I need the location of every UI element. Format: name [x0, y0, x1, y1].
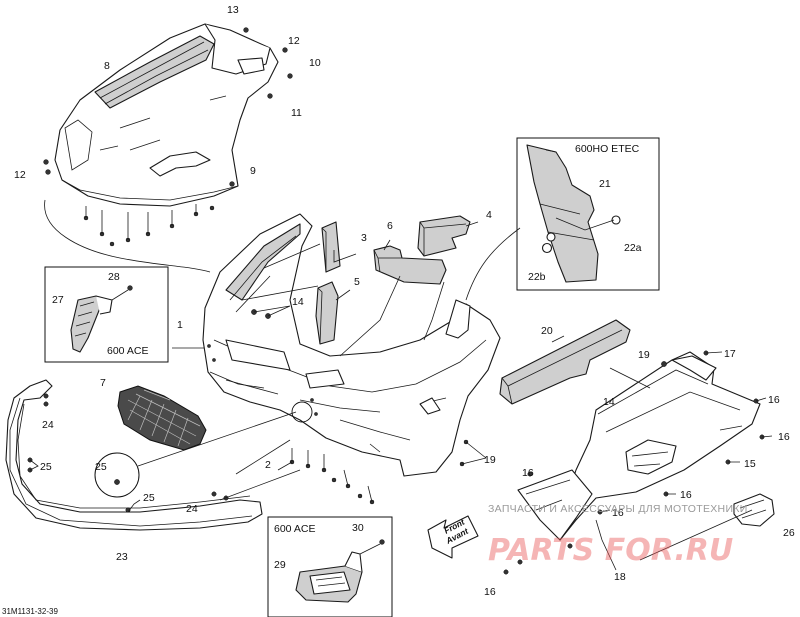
- watermark: ЗАПЧАСТИ И АКСЕССУАРЫ ДЛЯ МОТОТЕХНИКИ PA…: [488, 503, 748, 568]
- callout-27: 27: [52, 294, 64, 306]
- inset-600ho-etec: 600HO ETEC: [516, 137, 660, 291]
- front-direction-arrow: Front Avant: [427, 515, 479, 559]
- callout-18: 16: [778, 431, 790, 443]
- inset-label-600ho-etec: 600HO ETEC: [575, 143, 640, 155]
- callout-2: 2: [265, 459, 271, 471]
- callout-22d: 22b: [528, 271, 546, 283]
- inset-600-ace-lower: 600 ACE: [267, 516, 393, 617]
- callout-10: 10: [309, 57, 321, 69]
- callout-16-bottom: 16: [484, 586, 496, 598]
- callout-25-circle: 25: [95, 461, 107, 473]
- inset-label-600-ace-lower: 600 ACE: [274, 523, 315, 535]
- callout-6: 6: [387, 220, 393, 232]
- foam-pieces: [315, 215, 471, 345]
- callout-labels: 13 12 10 11 8 12 9 3 4 6 5 14 1 28 27 7 …: [14, 4, 795, 598]
- callout-24-bottom: 24: [186, 503, 198, 515]
- grille-part-7: [117, 385, 207, 451]
- callout-28: 28: [108, 271, 120, 283]
- lower-pan-part-15: [517, 351, 761, 541]
- callout-13: 13: [227, 4, 239, 16]
- callout-7: 7: [100, 377, 106, 389]
- callout-8: 8: [104, 60, 110, 72]
- callout-22a: 20: [541, 325, 553, 337]
- callout-15: 14: [603, 396, 615, 408]
- callout-22c: 22a: [624, 242, 642, 254]
- bumper-part-23: [5, 379, 263, 531]
- callout-3: 3: [361, 232, 367, 244]
- callout-19-top: 17: [724, 348, 736, 360]
- callout-22b: 21: [599, 178, 611, 190]
- callout-29: 29: [274, 559, 286, 571]
- callout-16-right: 15: [744, 458, 756, 470]
- belly-pan-part-1: [202, 213, 501, 477]
- upper-shroud-part-8: [54, 23, 279, 207]
- drawing-code: 31M1131-32-39: [2, 607, 58, 616]
- shroud-hardware: [43, 27, 293, 273]
- callout-30: 30: [352, 522, 364, 534]
- callout-16-center: 16: [612, 507, 624, 519]
- callout-16-upper: 16: [522, 467, 534, 479]
- watermark-caption: ЗАПЧАСТИ И АКСЕССУАРЫ ДЛЯ МОТОТЕХНИКИ: [488, 503, 748, 515]
- callout-9: 9: [250, 165, 256, 177]
- callout-24-left: 24: [42, 419, 54, 431]
- callout-12-left: 12: [14, 169, 26, 181]
- watermark-brand: PARTS FOR.RU: [488, 533, 733, 568]
- belly-pan-hardware: [251, 305, 487, 505]
- callout-23: 23: [116, 551, 128, 563]
- callout-16-mid: 16: [680, 489, 692, 501]
- callout-14: 14: [292, 296, 304, 308]
- callout-17: 16: [768, 394, 780, 406]
- callout-26: 26: [783, 527, 795, 539]
- callout-1: 1: [177, 319, 183, 331]
- lower-pan-hardware: [503, 350, 773, 575]
- callout-20: 19: [638, 349, 650, 361]
- detail-magnifier: [94, 401, 313, 498]
- guard-part-26: [733, 493, 775, 527]
- callout-12-top: 12: [288, 35, 300, 47]
- callout-11: 11: [291, 107, 302, 119]
- callout-21: 19: [484, 454, 496, 466]
- inset-600-ace-upper: 600 ACE: [44, 266, 169, 363]
- foam-part-22a: [499, 319, 631, 405]
- callout-4: 4: [486, 209, 492, 221]
- callout-25-bottom: 25: [143, 492, 155, 504]
- assembly-leaders: [172, 221, 651, 501]
- callout-25-left: 25: [40, 461, 52, 473]
- callout-19-bottom: 18: [614, 571, 626, 583]
- inset-label-600-ace-upper: 600 ACE: [107, 345, 148, 357]
- callout-5: 5: [354, 276, 360, 288]
